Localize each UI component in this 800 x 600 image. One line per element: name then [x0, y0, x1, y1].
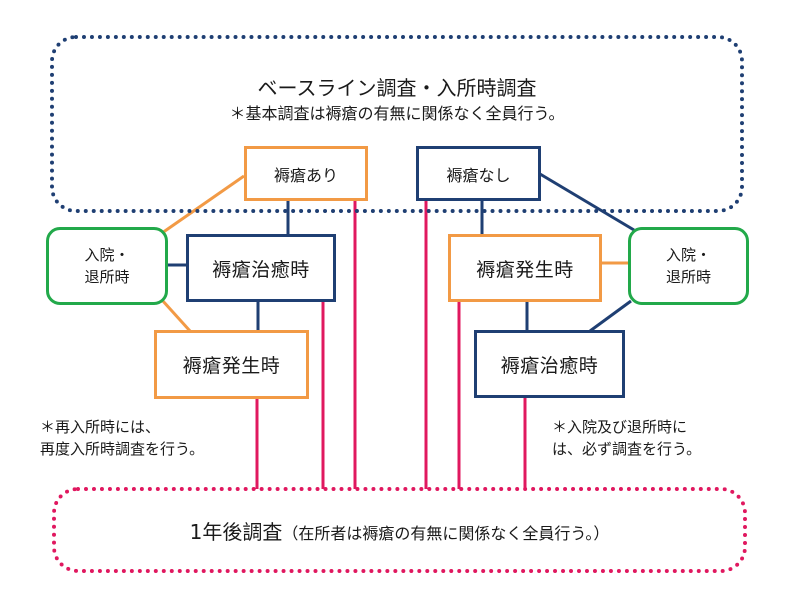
note-right: ＊入院及び退所時に は、必ず調査を行う。: [552, 416, 701, 460]
note-left-line1: ＊再入所時には、: [40, 418, 161, 436]
node-right-admission-discharge: 入院・ 退所時: [628, 227, 749, 305]
one-year-survey-group: [52, 487, 747, 573]
node-right-onset: 褥瘡発生時: [448, 234, 602, 302]
one-year-survey-title: 1年後調査: [189, 520, 283, 544]
node-left-healed-label: 褥瘡治癒時: [212, 258, 310, 281]
node-without-ulcer-label: 褥瘡なし: [446, 165, 511, 185]
node-right-healed: 褥瘡治癒時: [474, 330, 625, 398]
node-with-ulcer: 褥瘡あり: [244, 146, 368, 201]
node-with-ulcer-label: 褥瘡あり: [273, 165, 338, 185]
node-without-ulcer: 褥瘡なし: [416, 146, 541, 201]
node-left-admission-line1: 入院・: [84, 246, 130, 264]
note-right-line1: ＊入院及び退所時に: [552, 418, 688, 436]
node-left-onset-label: 褥瘡発生時: [182, 355, 281, 377]
connector-left-admission-to-left-onset: [160, 298, 192, 333]
node-left-admission-line2: 退所時: [84, 268, 130, 286]
node-right-admission-line1: 入院・: [665, 246, 711, 264]
node-left-admission-discharge: 入院・ 退所時: [46, 227, 168, 305]
node-right-admission-line2: 退所時: [665, 268, 711, 286]
note-left: ＊再入所時には、 再度入所時調査を行う。: [40, 416, 204, 460]
node-right-onset-label: 褥瘡発生時: [476, 258, 574, 281]
one-year-survey-text: 1年後調査（在所者は褥瘡の有無に関係なく全員行う。）: [52, 516, 747, 545]
one-year-survey-note: （在所者は褥瘡の有無に関係なく全員行う。）: [282, 524, 610, 543]
node-right-healed-label: 褥瘡治癒時: [500, 354, 599, 377]
baseline-survey-title: ベースライン調査・入所時調査: [257, 76, 537, 100]
connector-with-ulcer-to-left-admission: [161, 174, 245, 235]
node-left-onset: 褥瘡発生時: [154, 330, 309, 399]
note-right-line2: は、必ず調査を行う。: [552, 440, 702, 458]
connector-without-ulcer-to-right-admission: [539, 172, 635, 232]
connector-right-admission-to-right-healed: [589, 299, 632, 333]
baseline-survey-group: [50, 35, 744, 213]
note-left-line2: 再度入所時調査を行う。: [40, 440, 205, 458]
baseline-survey-note: ＊基本調査は褥瘡の有無に関係なく全員行う。: [229, 104, 565, 123]
node-left-healed: 褥瘡治癒時: [186, 234, 336, 302]
